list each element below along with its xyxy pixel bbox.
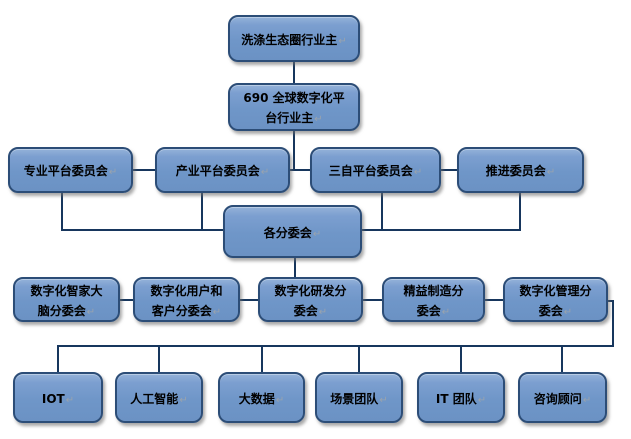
- return-mark-icon: ↵: [212, 306, 222, 318]
- node-label: 数字化管理分 委会: [519, 283, 592, 318]
- node-label: 数字化智家大 脑分委会: [30, 283, 103, 318]
- node-rd-sub: 数字化研发分 委会↵: [258, 277, 363, 322]
- node-industry-owner: 洗涤生态圈行业主↵: [228, 15, 360, 62]
- return-mark-icon: ↵: [563, 306, 573, 318]
- node-consultant: 咨询顾问↵: [518, 372, 607, 423]
- return-mark-icon: ↵: [318, 306, 328, 318]
- node-label: 三自平台委员会: [328, 164, 413, 178]
- node-label: IT 团队: [435, 391, 477, 406]
- node-ai: 人工智能↵: [115, 372, 203, 423]
- node-label: 产业平台委员会: [175, 164, 260, 178]
- return-mark-icon: ↵: [413, 167, 423, 178]
- return-mark-icon: ↵: [179, 394, 188, 406]
- node-label: 人工智能: [130, 391, 179, 406]
- return-mark-icon: ↵: [477, 394, 487, 406]
- node-label: 690 全球数字化平 台行业主: [243, 91, 345, 125]
- return-mark-icon: ↵: [312, 228, 322, 240]
- node-big-data: 大数据↵: [218, 372, 305, 423]
- node-label: 精益制造分 委会: [403, 283, 464, 318]
- node-label: 咨询顾问: [533, 391, 582, 406]
- node-label: 推进委员会: [485, 164, 546, 178]
- node-user-customer-sub: 数字化用户和 客户分委会↵: [133, 277, 240, 322]
- node-lean-manufacturing-sub: 精益制造分 委会↵: [382, 277, 485, 322]
- node-it-team: IT 团队↵: [417, 372, 505, 423]
- node-label: 洗涤生态圈行业主: [241, 32, 338, 47]
- node-professional-platform-committee: 专业平台委员会↵: [8, 147, 133, 193]
- return-mark-icon: ↵: [441, 306, 451, 318]
- node-sub-committees: 各分委会↵: [223, 205, 362, 258]
- node-label: 各分委会: [263, 225, 312, 240]
- return-mark-icon: ↵: [65, 394, 75, 406]
- node-label: 数字化用户和 客户分委会: [150, 283, 223, 318]
- return-mark-icon: ↵: [86, 306, 96, 318]
- return-mark-icon: ↵: [275, 394, 285, 406]
- return-mark-icon: ↵: [260, 167, 270, 178]
- return-mark-icon: ↵: [379, 394, 388, 406]
- node-iot: IOT↵: [13, 372, 103, 423]
- node-label: 大数据: [238, 391, 275, 406]
- return-mark-icon: ↵: [108, 167, 118, 178]
- node-management-sub: 数字化管理分 委会↵: [503, 277, 608, 322]
- node-label: 数字化研发分 委会: [274, 283, 347, 318]
- node-label: IOT: [41, 391, 65, 406]
- node-sanzi-platform-committee: 三自平台委员会↵: [310, 147, 441, 193]
- node-industry-platform-committee: 产业平台委员会↵: [155, 147, 290, 193]
- return-mark-icon: ↵: [314, 114, 323, 125]
- return-mark-icon: ↵: [582, 394, 592, 406]
- node-label: 场景团队: [330, 391, 379, 406]
- return-mark-icon: ↵: [338, 35, 347, 47]
- node-promotion-committee: 推进委员会↵: [457, 147, 584, 193]
- node-scenario-team: 场景团队↵: [315, 372, 403, 423]
- return-mark-icon: ↵: [546, 167, 556, 178]
- node-smart-home-brain-sub: 数字化智家大 脑分委会↵: [13, 277, 120, 322]
- node-digital-platform-owner: 690 全球数字化平 台行业主↵: [228, 83, 360, 131]
- node-label: 专业平台委员会: [23, 164, 108, 178]
